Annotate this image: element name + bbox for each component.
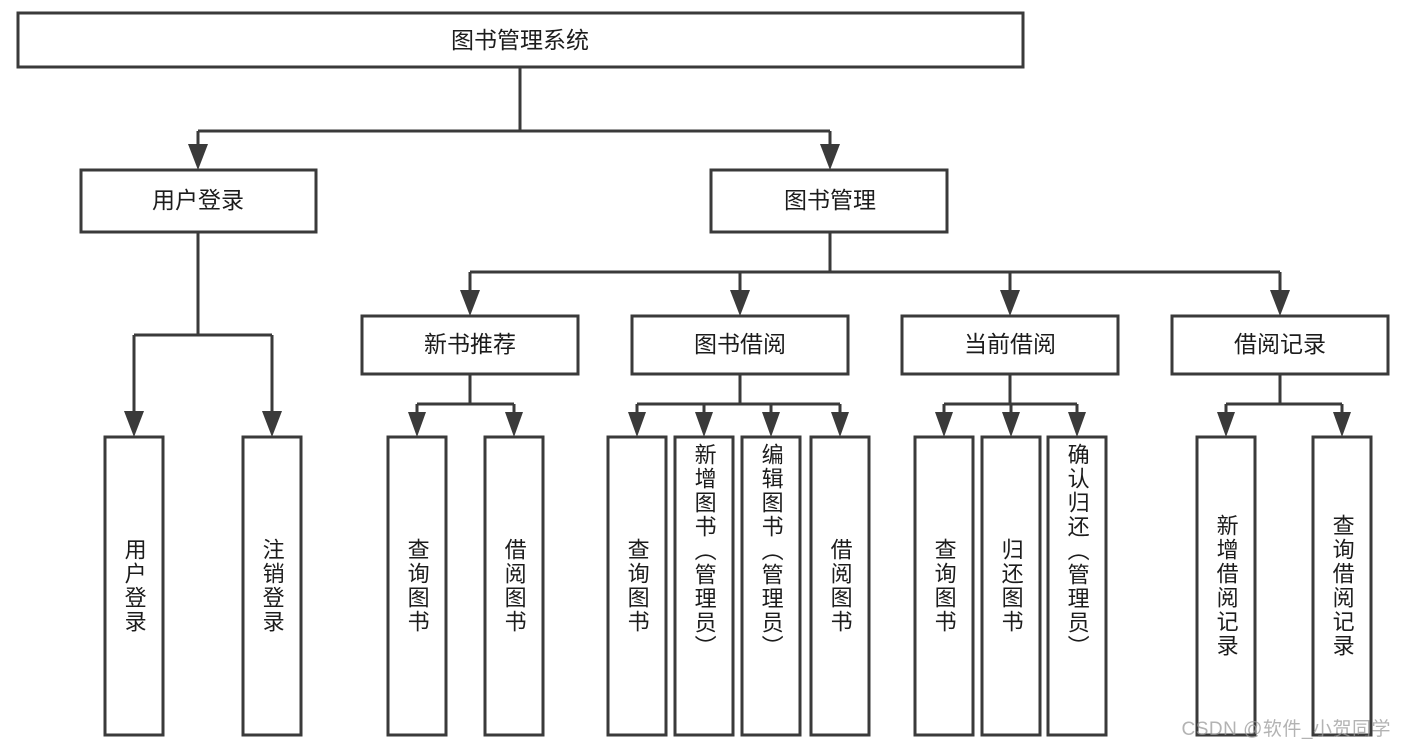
leaf-user-login-2[interactable] xyxy=(241,435,303,737)
arrowhead-borrow-record xyxy=(1270,290,1290,316)
leaf-current-borrow-2[interactable] xyxy=(980,435,1042,737)
leaf-borrow-record-1[interactable] xyxy=(1195,435,1257,737)
node-book-borrow[interactable]: 图书借阅 xyxy=(630,314,850,376)
leaf-book-borrow-2[interactable] xyxy=(673,435,735,737)
arrowhead-leaf-logout xyxy=(262,411,282,437)
leaf-book-borrow-3[interactable] xyxy=(740,435,802,737)
node-current-borrow-box[interactable] xyxy=(900,314,1120,376)
arrowhead-nb-leaf-1 xyxy=(408,412,426,437)
node-root[interactable]: 图书管理系统 xyxy=(16,11,1025,69)
arrowhead-cb-leaf-3 xyxy=(1068,412,1086,437)
node-book-borrow-box[interactable] xyxy=(630,314,850,376)
leaf-book-borrow-4[interactable] xyxy=(809,435,871,737)
node-new-book-recommend-label: 新书推荐 xyxy=(424,331,516,357)
leaf-borrow-record-1-box[interactable] xyxy=(1195,435,1257,737)
arrowhead-bb-leaf-3 xyxy=(762,412,780,437)
node-root-box[interactable] xyxy=(16,11,1025,69)
arrowhead-current-borrow xyxy=(1000,290,1020,316)
node-root-label: 图书管理系统 xyxy=(451,27,589,53)
leaf-current-borrow-3-box[interactable] xyxy=(1046,435,1108,737)
leaf-current-borrow-2-box[interactable] xyxy=(980,435,1042,737)
node-new-book-recommend[interactable]: 新书推荐 xyxy=(360,314,580,376)
leaf-borrow-record-2-box[interactable] xyxy=(1311,435,1373,737)
leaf-new-book-2[interactable] xyxy=(483,435,545,737)
node-user-login[interactable]: 用户登录 xyxy=(79,168,318,234)
node-current-borrow-label: 当前借阅 xyxy=(964,331,1056,357)
leaf-new-book-1-box[interactable] xyxy=(386,435,448,737)
arrowhead-cb-leaf-1 xyxy=(935,412,953,437)
arrowhead-leaf-user-login xyxy=(124,411,144,437)
arrowhead-bb-leaf-2 xyxy=(695,412,713,437)
leaf-current-borrow-1-box[interactable] xyxy=(913,435,975,737)
leaf-current-borrow-1[interactable] xyxy=(913,435,975,737)
node-user-login-box[interactable] xyxy=(79,168,318,234)
node-borrow-record[interactable]: 借阅记录 xyxy=(1170,314,1390,376)
arrowhead-book-manage xyxy=(820,144,840,170)
arrowhead-new-book xyxy=(460,290,480,316)
leaf-book-borrow-3-box[interactable] xyxy=(740,435,802,737)
arrowhead-user-login xyxy=(188,144,208,170)
leaf-borrow-record-2[interactable] xyxy=(1311,435,1373,737)
arrowhead-cb-leaf-2 xyxy=(1002,412,1020,437)
leaf-user-login-1[interactable] xyxy=(103,435,165,737)
node-book-manage-label: 图书管理 xyxy=(784,187,876,213)
leaf-new-book-1[interactable] xyxy=(386,435,448,737)
arrowhead-bb-leaf-4 xyxy=(831,412,849,437)
leaf-user-login-1-box[interactable] xyxy=(103,435,165,737)
node-borrow-record-label: 借阅记录 xyxy=(1234,331,1326,357)
node-book-manage-box[interactable] xyxy=(709,168,949,234)
arrowhead-layer xyxy=(124,144,1351,437)
leaf-book-borrow-4-box[interactable] xyxy=(809,435,871,737)
node-book-borrow-label: 图书借阅 xyxy=(694,331,786,357)
node-new-book-recommend-box[interactable] xyxy=(360,314,580,376)
arrowhead-br-leaf-2 xyxy=(1333,412,1351,437)
node-user-login-label: 用户登录 xyxy=(152,187,244,213)
arrowhead-nb-leaf-2 xyxy=(505,412,523,437)
leaf-book-borrow-2-box[interactable] xyxy=(673,435,735,737)
arrowhead-book-borrow xyxy=(730,290,750,316)
node-borrow-record-box[interactable] xyxy=(1170,314,1390,376)
leaf-book-borrow-1[interactable] xyxy=(606,435,668,737)
watermark-csdn: CSDN @软件_小贺同学 xyxy=(1181,719,1391,740)
leaf-book-borrow-1-box[interactable] xyxy=(606,435,668,737)
leaf-new-book-2-box[interactable] xyxy=(483,435,545,737)
node-current-borrow[interactable]: 当前借阅 xyxy=(900,314,1120,376)
arrowhead-br-leaf-1 xyxy=(1217,412,1235,437)
leaf-user-login-2-box[interactable] xyxy=(241,435,303,737)
node-book-manage[interactable]: 图书管理 xyxy=(709,168,949,234)
leaf-current-borrow-3[interactable] xyxy=(1046,435,1108,737)
arrowhead-bb-leaf-1 xyxy=(628,412,646,437)
